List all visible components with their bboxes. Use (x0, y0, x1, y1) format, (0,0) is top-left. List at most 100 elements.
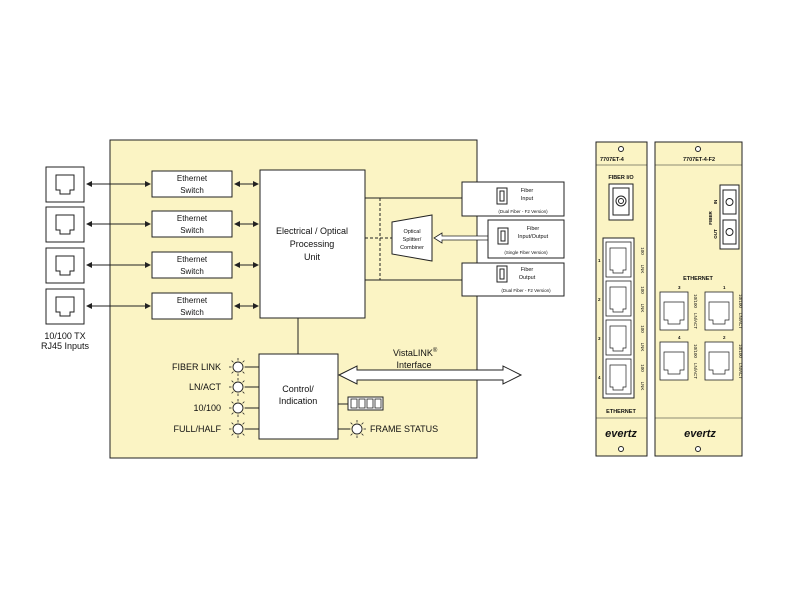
panel2-ethernet-label: ETHERNET (683, 276, 713, 282)
panel-7707et-4: 7707ET-4 FIBER I/O 1100LNK2100LNK3100LNK… (595, 141, 648, 457)
vistalink-label: VistaLINK® (393, 347, 438, 358)
svg-text:Ethernet: Ethernet (177, 296, 208, 305)
rj45-port (605, 280, 632, 317)
ethernet-switch: Ethernet Switch (151, 170, 233, 198)
led-icon (229, 420, 247, 438)
vistalink-interface-label: Interface (396, 360, 431, 370)
led-label-10-100: 10/100 (193, 403, 221, 413)
inputs-label-line1: 10/100 TX (44, 331, 85, 341)
panel2-fiber-label: FIBER (708, 210, 713, 224)
control-indication-block: Control/ Indication (258, 353, 339, 440)
mounting-hole (695, 446, 701, 452)
svg-text:Combiner: Combiner (400, 245, 424, 251)
panel2-in-label: IN (713, 200, 718, 205)
port-speed-label: 100 (640, 286, 645, 294)
svg-text:Fiber: Fiber (527, 226, 540, 232)
panel1-brand-logo: evertz (605, 428, 637, 440)
port-speed-label: 100 (640, 247, 645, 255)
svg-text:Fiber: Fiber (521, 267, 534, 273)
port-speed-label: 10/100 (738, 344, 743, 358)
port-link-label: LNK (640, 382, 645, 391)
port-speed-label: 10/100 (738, 294, 743, 308)
svg-text:(Dual Fiber - F2 Version): (Dual Fiber - F2 Version) (501, 288, 551, 293)
panel2-brand-logo: evertz (684, 428, 716, 440)
frame-status-label: FRAME STATUS (370, 424, 438, 434)
svg-text:Indication: Indication (279, 396, 318, 406)
svg-text:Switch: Switch (180, 226, 204, 235)
led-icon (229, 358, 247, 376)
port-link-label: LN/ACT (693, 313, 698, 329)
svg-text:Switch: Switch (180, 186, 204, 195)
port-number: 4 (598, 375, 601, 380)
inputs-label-line2: RJ45 Inputs (41, 341, 90, 351)
rj45-port (704, 341, 734, 381)
svg-text:Output: Output (519, 275, 536, 281)
svg-text:Switch: Switch (180, 267, 204, 276)
panel1-fiber-label: FIBER I/O (608, 175, 634, 181)
port-number: 1 (723, 285, 726, 290)
port-speed-label: 100 (640, 325, 645, 333)
rj45-jack (45, 247, 85, 284)
panel1-ethernet-label: ETHERNET (606, 409, 636, 415)
port-number: 2 (723, 335, 726, 340)
panel2-title: 7707ET-4-F2 (683, 157, 715, 163)
port-link-label: LNK (640, 304, 645, 313)
rj45-port (605, 241, 632, 278)
ethernet-switch: Ethernet Switch (151, 292, 233, 320)
panel-7707et-4-f2: 7707ET-4-F2 FIBER IN OUT ETHERNET 310/10… (654, 141, 743, 457)
panel2-out-label: OUT (713, 229, 718, 239)
led-icon (229, 378, 247, 396)
panel2-ethernet-ports: 310/100LN/ACT110/100LN/ACT410/100LN/ACT2… (659, 285, 743, 381)
led-icon (229, 399, 247, 417)
svg-text:Optical: Optical (403, 229, 420, 235)
panel1-title: 7707ET-4 (600, 157, 625, 163)
rj45-port (704, 291, 734, 331)
mounting-hole (618, 146, 624, 152)
svg-text:Electrical / Optical: Electrical / Optical (276, 226, 348, 236)
port-number: 4 (678, 335, 681, 340)
seven-segment-display (338, 396, 384, 411)
led-icons (229, 358, 366, 438)
fiber-input-block: Fiber Input (Dual Fiber - F2 Version) (461, 181, 565, 217)
port-link-label: LN/ACT (738, 313, 743, 329)
svg-text:Switch: Switch (180, 308, 204, 317)
rj45-jack (45, 206, 85, 243)
port-link-label: LNK (640, 343, 645, 352)
led-label-fiber-link: FIBER LINK (172, 362, 221, 372)
svg-text:Control/: Control/ (282, 384, 314, 394)
svg-text:Ethernet: Ethernet (177, 174, 208, 183)
svg-text:(Dual Fiber - F2 Version): (Dual Fiber - F2 Version) (498, 209, 548, 214)
rj45-port (605, 358, 632, 395)
rj45-inputs (45, 166, 85, 325)
led-label-full-half: FULL/HALF (173, 424, 221, 434)
fiber-connector (608, 183, 634, 221)
port-link-label: LN/ACT (738, 363, 743, 379)
svg-text:Ethernet: Ethernet (177, 255, 208, 264)
port-speed-label: 100 (640, 364, 645, 372)
ethernet-switch: Ethernet Switch (151, 251, 233, 279)
fiber-output-block: Fiber Output (Dual Fiber - F2 Version) (461, 262, 565, 297)
optical-splitter-combiner: Optical Splitter/ Combiner (391, 214, 433, 262)
vistalink-interface-arrow (337, 365, 523, 385)
rj45-jack (45, 166, 85, 203)
mounting-hole (618, 446, 624, 452)
port-number: 2 (598, 297, 601, 302)
processing-unit: Electrical / Optical Processing Unit (259, 169, 366, 319)
port-speed-label: 10/100 (693, 294, 698, 308)
svg-text:Splitter/: Splitter/ (403, 237, 422, 243)
svg-text:Input/Output: Input/Output (518, 234, 549, 240)
ethernet-switch: Ethernet Switch (151, 210, 233, 238)
port-number: 1 (598, 258, 601, 263)
fiber-io-block: Fiber Input/Output (Single Fiber Version… (487, 219, 565, 259)
rj45-port (659, 341, 689, 381)
frame-status-led-icon (348, 420, 366, 438)
svg-text:Input: Input (521, 196, 534, 202)
port-number: 3 (598, 336, 601, 341)
svg-text:Unit: Unit (304, 252, 321, 262)
rj45-jack (45, 288, 85, 325)
svg-text:Ethernet: Ethernet (177, 214, 208, 223)
svg-text:Processing: Processing (290, 239, 335, 249)
svg-text:Fiber: Fiber (521, 188, 534, 194)
